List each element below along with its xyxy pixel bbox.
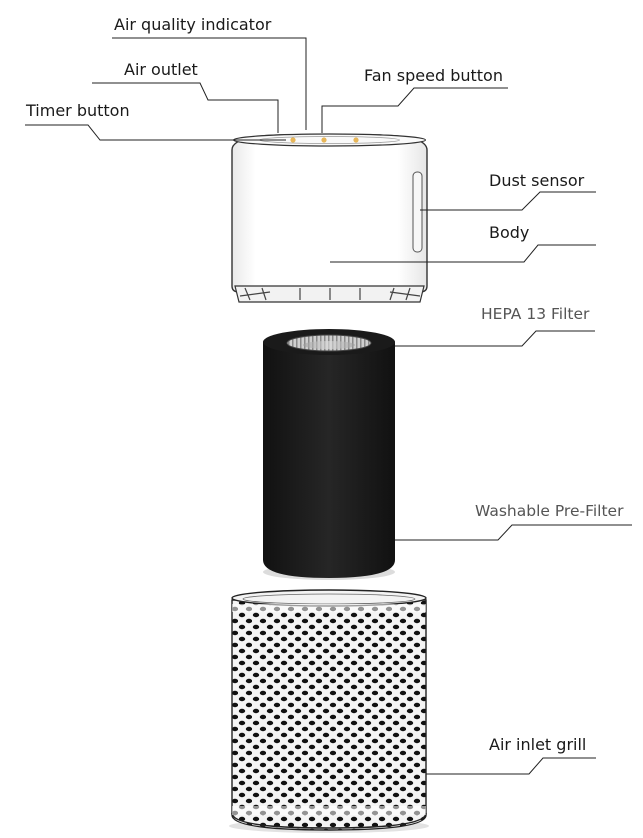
label-pre-filter: Washable Pre-Filter (475, 502, 624, 520)
label-inlet-grill: Air inlet grill (489, 735, 587, 754)
leader-inlet-grill (426, 757, 596, 775)
label-hepa-filter: HEPA 13 Filter (481, 305, 590, 323)
leader-hepa (395, 330, 595, 347)
label-fan-speed-button: Fan speed button (364, 66, 503, 85)
leader-air-outlet (92, 82, 279, 133)
leader-lines (25, 37, 632, 775)
inlet-grill-unit (229, 589, 429, 833)
label-air-outlet: Air outlet (124, 60, 198, 79)
leader-dust-sensor (420, 191, 596, 211)
label-body: Body (489, 223, 530, 242)
body-unit (231, 133, 428, 303)
indicator-lights (290, 137, 359, 143)
leader-air-quality (112, 37, 307, 130)
label-timer-button: Timer button (26, 101, 130, 120)
leader-fan-speed (321, 87, 508, 133)
leader-body (330, 244, 596, 263)
label-air-quality-indicator: Air quality indicator (114, 15, 272, 34)
leader-timer (25, 124, 286, 141)
leader-pre-filter (395, 524, 632, 541)
label-dust-sensor: Dust sensor (489, 171, 585, 190)
filter-unit (263, 329, 395, 580)
